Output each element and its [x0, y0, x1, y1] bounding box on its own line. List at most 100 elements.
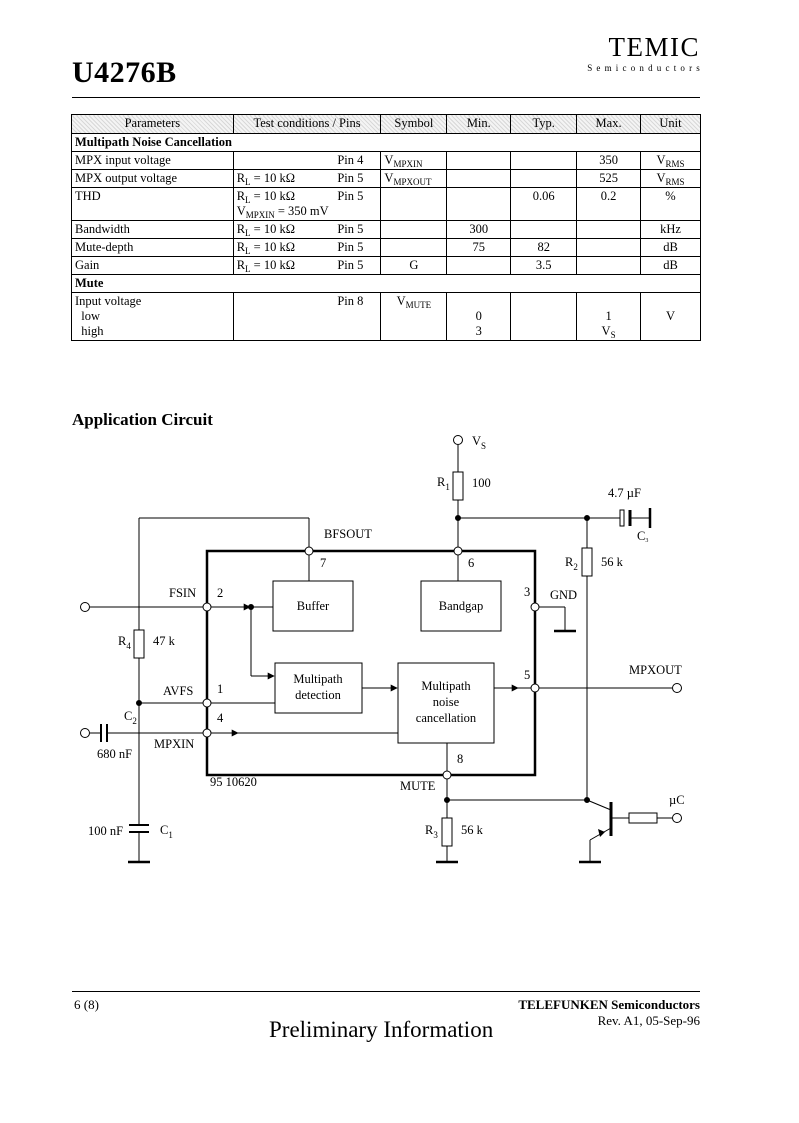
company-name: TELEFUNKEN Semiconductors [518, 997, 700, 1012]
pin6-label: 6 [468, 556, 474, 570]
min-cell [446, 187, 512, 221]
pin-label: Pin 5 [337, 171, 364, 185]
symbol-cell [380, 220, 448, 239]
transistor-collector [586, 799, 612, 811]
r1-value: 100 [472, 476, 491, 490]
r3-label: R3 [425, 823, 438, 840]
cond-main: R [236, 222, 246, 236]
min-cell [446, 169, 512, 188]
section-row: Multipath Noise Cancellation [71, 133, 701, 152]
pin3-label: 3 [524, 585, 530, 599]
pin8-label: 8 [457, 752, 463, 766]
r2-value: 56 k [601, 555, 624, 569]
cond-sub: L [245, 177, 251, 187]
unit-cell: % [640, 187, 701, 221]
unit-main: V [665, 309, 676, 323]
application-circuit-diagram: VS R1 100 4.7 µF C3 R2 56 k BFSOUT 7 6 3… [80, 434, 685, 864]
symbol-sub: MPXIN [393, 159, 423, 169]
typ-cell [510, 151, 578, 170]
bandgap-block [420, 580, 502, 632]
pin4-label: 4 [217, 711, 224, 725]
gnd-label: GND [550, 588, 577, 602]
part-number-title: U4276B [72, 56, 177, 89]
fsin-terminal [80, 602, 90, 612]
mp-detection-label-1: Multipath [293, 672, 343, 686]
symbol-sub: MUTE [405, 300, 432, 310]
min-cell [446, 151, 512, 170]
pin1-terminal [202, 698, 212, 708]
pin1-label: 1 [217, 682, 223, 696]
cond2-main: V [236, 204, 246, 218]
pin-label: Pin 5 [337, 240, 364, 254]
header-divider [72, 97, 700, 98]
pin4-terminal [202, 728, 212, 738]
buffer-block [272, 580, 354, 632]
condition-cell: Pin 4 [232, 151, 382, 170]
revision-info: Rev. A1, 05-Sep-96 [597, 1013, 700, 1028]
unit-cell: V [640, 292, 701, 341]
cond-sub: L [245, 195, 251, 205]
pin5-terminal [530, 683, 540, 693]
pin7-terminal [304, 546, 314, 556]
min-high: 3 [475, 324, 482, 338]
vs-terminal [453, 435, 463, 445]
cond-value: = 10 kΩ [250, 222, 295, 236]
param-cell: MPX input voltage [71, 151, 234, 170]
base-resistor [628, 812, 658, 824]
unit-main: V [656, 171, 666, 185]
max-cell: 350 [576, 151, 642, 170]
pin-label: Pin 4 [337, 153, 364, 167]
param-low: low [81, 309, 100, 323]
r4-value: 47 k [153, 634, 176, 648]
max-low: 1 [605, 309, 612, 323]
unit-cell: VRMS [640, 169, 701, 188]
buffer-label: Buffer [297, 599, 330, 613]
cond-main: R [236, 171, 246, 185]
col-header: Min. [446, 114, 512, 134]
c3-label: C3 [637, 529, 648, 544]
symbol-sub: MPXOUT [393, 177, 432, 187]
typ-cell: 0.06 [510, 187, 578, 221]
symbol-cell [380, 187, 448, 221]
uc-label: µC [669, 793, 685, 807]
unit-cell: kHz [640, 220, 701, 239]
mnc-label-1: Multipath [421, 679, 471, 693]
table-row: MPX input voltage Pin 4 VMPXIN 350 VRMS [71, 151, 701, 170]
max-cell: 525 [576, 169, 642, 188]
table-header-row: Parameters Test conditions / Pins Symbol… [71, 114, 701, 134]
cond-line2: VMPXIN = 350 mV [236, 204, 378, 220]
symbol-cell: VMUTE [380, 292, 448, 341]
r2-resistor [581, 547, 593, 577]
r4-resistor [133, 629, 145, 659]
r1-label: R1 [437, 475, 450, 492]
logo-sub-text: Semiconductors [587, 63, 704, 73]
max-cell [576, 256, 642, 275]
cond-value: = 10 kΩ [250, 258, 295, 272]
section-mute: Mute [71, 274, 701, 293]
typ-cell: 3.5 [510, 256, 578, 275]
max-high-sub: S [610, 330, 616, 340]
pin-label: Pin 5 [337, 258, 364, 272]
max-cell [576, 220, 642, 239]
param-cell: Mute-depth [71, 238, 234, 257]
col-header: Typ. [510, 114, 578, 134]
cond2-sub: MPXIN [245, 210, 275, 220]
min-low: 0 [475, 309, 482, 323]
unit-main: V [656, 153, 666, 167]
pin-label: Pin 5 [337, 222, 364, 236]
min-cell [446, 256, 512, 275]
max-cell: 0.2 [576, 187, 642, 221]
emitter-arrow [598, 829, 605, 837]
logo-main-text: TEMIC [608, 32, 700, 62]
noise-cancellation-block [397, 662, 495, 744]
typ-cell [510, 292, 578, 341]
cond-main: R [236, 258, 246, 272]
c3-plate-pos [619, 509, 625, 527]
figure-id: 95 10620 [210, 775, 257, 789]
min-cell: 300 [446, 220, 512, 239]
